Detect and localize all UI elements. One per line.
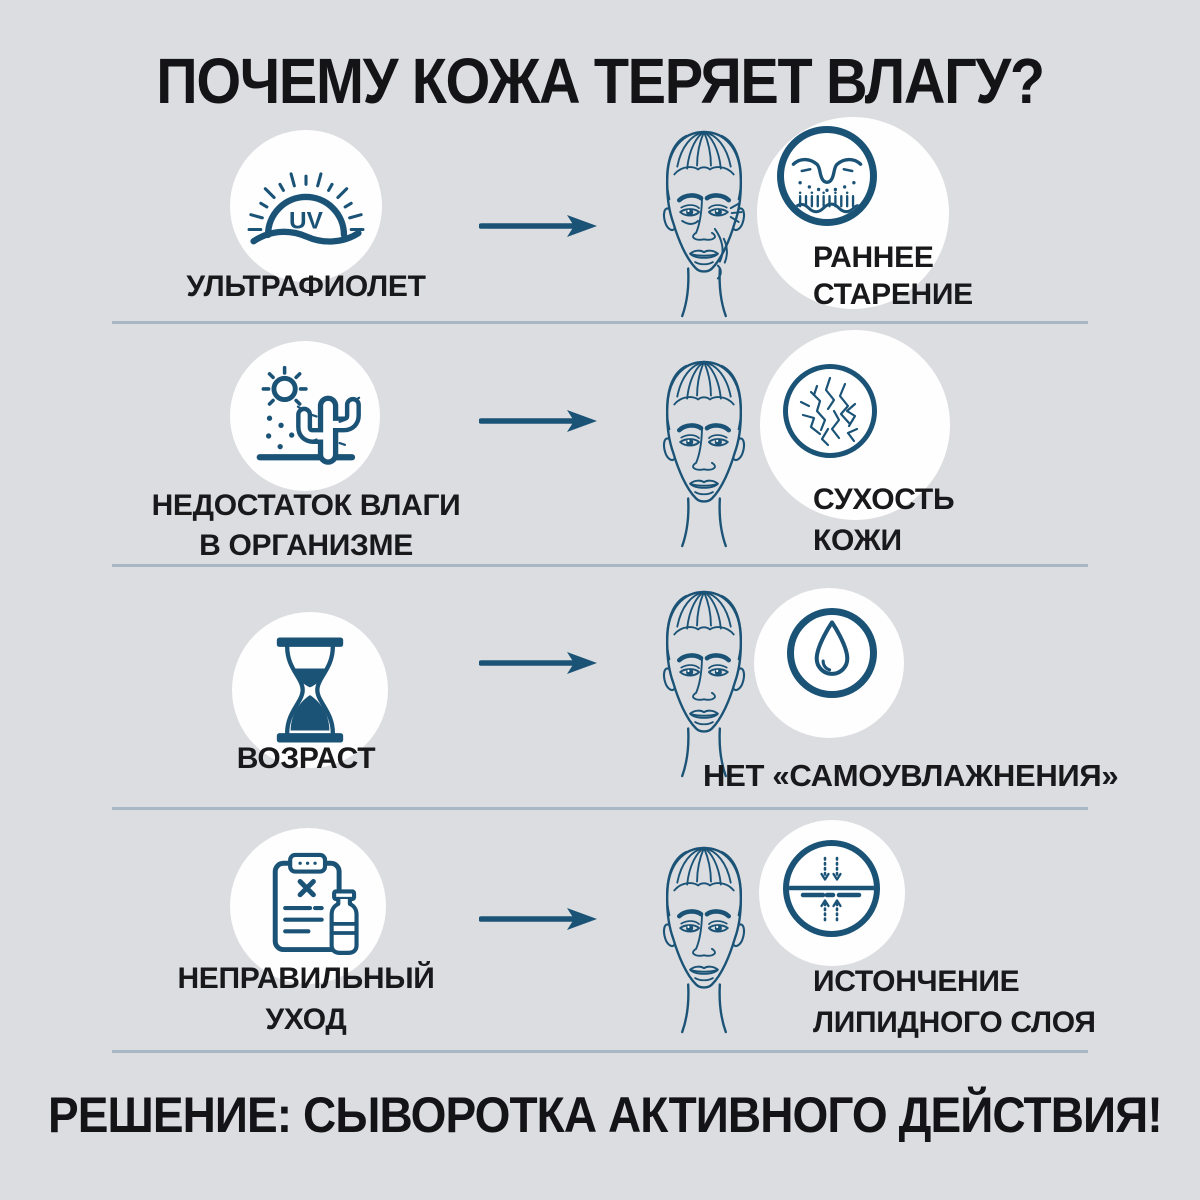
row-divider [112, 321, 1088, 324]
water-drop-icon [814, 620, 850, 676]
effect-label: ИСТОНЧЕНИЕ ЛИПИДНОГО СЛОЯ [813, 961, 1096, 1043]
effect-label-line: РАННЕЕ [813, 241, 934, 274]
cause-label-line: НЕДОСТАТОК ВЛАГИ [151, 489, 461, 522]
effect-label-line: ЛИПИДНОГО СЛОЯ [813, 1006, 1096, 1039]
effect-icon-circle [783, 840, 880, 937]
effect-label-line: ИСТОНЧЕНИЕ [813, 965, 1020, 998]
hourglass-icon [276, 637, 344, 743]
cause-circle [230, 828, 386, 984]
woman-face-wrinkled-illustration [638, 120, 770, 318]
effect-label: СУХОСТЬ КОЖИ [813, 479, 955, 561]
cause-label-line: УХОД [265, 1003, 347, 1036]
row-divider [112, 1050, 1088, 1053]
row-divider [112, 564, 1088, 567]
effect-icon-circle [777, 126, 877, 226]
svg-text:UV: UV [289, 208, 324, 235]
cause-label: НЕДОСТАТОК ВЛАГИ В ОРГАНИЗМЕ [110, 486, 502, 566]
effect-label-line: СТАРЕНИЕ [813, 278, 973, 311]
arrow-right-icon [479, 650, 599, 676]
row-divider [112, 807, 1088, 810]
cause-label-line: В ОРГАНИЗМЕ [199, 529, 413, 562]
effect-label-line: КОЖИ [813, 524, 902, 557]
desert-cactus-icon [256, 365, 361, 465]
arrow-right-icon [479, 906, 599, 932]
cracked-skin-icon [799, 376, 859, 447]
cause-label-line: НЕПРАВИЛЬНЫЙ [177, 962, 435, 995]
uv-sun-icon: UV [247, 172, 365, 245]
effect-label-line: СУХОСТЬ [813, 483, 955, 516]
cause-label: НЕПРАВИЛЬНЫЙ УХОД [110, 958, 502, 1040]
cause-label: ВОЗРАСТ [110, 740, 502, 778]
effect-label: НЕТ «САМОУВЛАЖНЕНИЯ» [703, 757, 1119, 795]
woman-face-illustration [638, 836, 770, 1034]
woman-face-illustration [638, 350, 770, 548]
arrow-right-icon [479, 213, 599, 239]
woman-face-illustration [638, 580, 770, 778]
care-instructions-bottle-icon [272, 852, 359, 955]
cause-label-line: УЛЬТРАФИОЛЕТ [186, 270, 426, 303]
effect-label-line: НЕТ «САМОУВЛАЖНЕНИЯ» [703, 758, 1119, 793]
page-title: ПОЧЕМУ КОЖА ТЕРЯЕТ ВЛАГУ? [156, 45, 1045, 117]
skin-wrinkles-icon [791, 157, 863, 214]
cause-circle [232, 612, 388, 768]
lipid-layer-thinning-icon [789, 856, 874, 922]
effect-icon-circle [787, 608, 877, 698]
arrow-right-icon [479, 408, 599, 434]
cause-circle: UV [230, 130, 382, 282]
cause-label-line: ВОЗРАСТ [236, 742, 376, 775]
cause-circle [230, 341, 380, 491]
effect-icon-circle [783, 364, 877, 458]
cause-label: УЛЬТРАФИОЛЕТ [110, 268, 502, 306]
solution-statement: РЕШЕНИЕ: СЫВОРОТКА АКТИВНОГО ДЕЙСТВИЯ! [48, 1087, 1163, 1143]
effect-label: РАННЕЕ СТАРЕНИЕ [813, 239, 973, 313]
